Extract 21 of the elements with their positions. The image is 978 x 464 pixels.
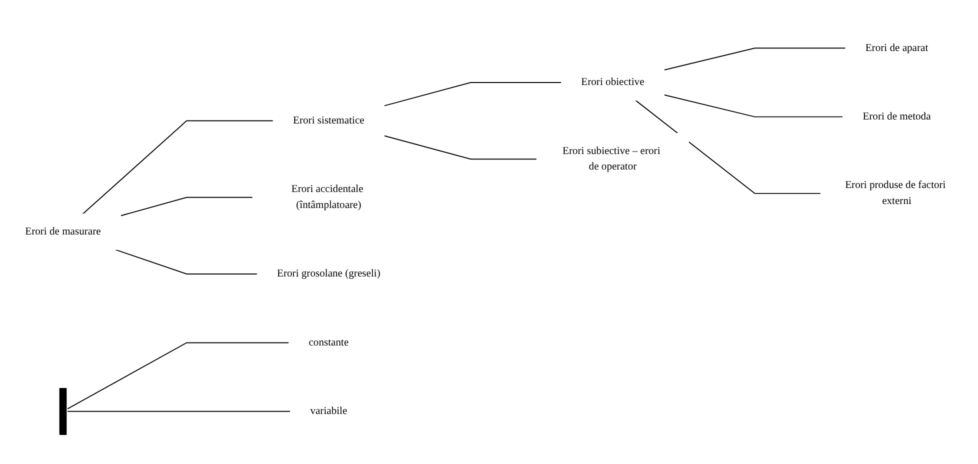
connector — [384, 82, 562, 106]
node-text: Erori de metoda — [862, 110, 931, 122]
node-text: Erori obiective — [581, 76, 644, 88]
connector — [664, 47, 846, 70]
node-text: Erori de masurare — [25, 225, 101, 237]
node-text: Erori sistematice — [293, 114, 364, 126]
node-text: variabile — [310, 405, 348, 416]
connector — [635, 99, 822, 194]
node-text: Erori de aparat — [865, 42, 928, 53]
connector — [67, 410, 291, 412]
connector — [384, 134, 538, 160]
node-text: constante — [308, 336, 349, 348]
node-text: Erori subiective – erori de operator — [562, 144, 660, 172]
connector — [82, 120, 274, 214]
connector — [114, 248, 258, 274]
connector — [120, 196, 254, 216]
connector — [664, 94, 844, 117]
node-text: Erori accidentale (întâmplatoare) — [291, 183, 364, 210]
connector — [67, 342, 290, 409]
node-text: Erori produse de factori externi — [845, 179, 946, 206]
node-text: Erori grosolane (greseli) — [277, 268, 380, 279]
